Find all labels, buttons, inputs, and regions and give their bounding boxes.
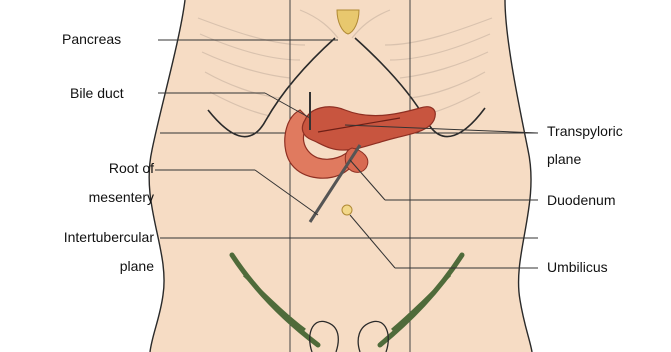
umbilicus — [342, 205, 352, 215]
umbilicus-label: Umbilicus — [547, 259, 608, 276]
transpyloric-label-line2: plane — [547, 151, 581, 168]
transpyloric-label-line1: Transpyloric — [547, 123, 623, 140]
duodenum-label: Duodenum — [547, 192, 616, 209]
root-of-mesentery-label-line2: mesentery — [0, 189, 154, 206]
root-of-mesentery-label-line1: Root of — [0, 160, 154, 177]
intertubercular-label-line1: Intertubercular — [0, 229, 154, 246]
pancreas-label: Pancreas — [62, 31, 121, 48]
bile-duct-label: Bile duct — [70, 85, 124, 102]
intertubercular-label-line2: plane — [0, 258, 154, 275]
